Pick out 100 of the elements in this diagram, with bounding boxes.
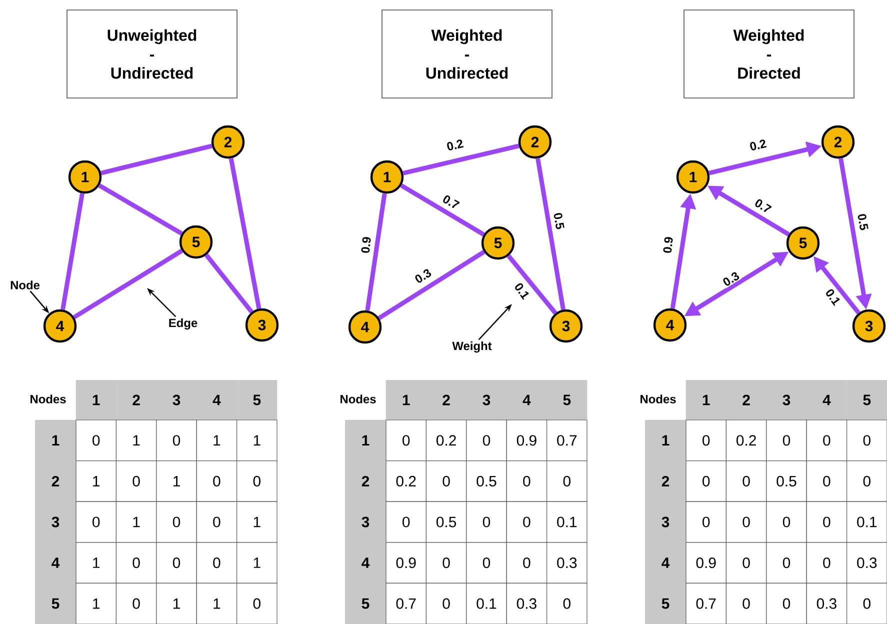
table-cell: 0: [156, 542, 197, 584]
header-cell: 1: [76, 380, 116, 420]
row-header-cell: 5: [345, 583, 386, 624]
header-cell: 2: [116, 380, 157, 420]
row-header-cell: 5: [35, 583, 76, 624]
table-cell: 0: [466, 542, 507, 584]
table-cell: 0: [546, 460, 588, 502]
table-cell: 0: [76, 501, 116, 543]
table-cell: 0: [546, 582, 588, 624]
table-cell: 0.3: [846, 542, 887, 584]
title-box: Unweighted - Undirected: [66, 10, 238, 98]
table-cell: 1: [196, 582, 238, 624]
table-cell: 0: [506, 460, 548, 502]
table-cell: 0: [806, 420, 848, 462]
table-cell: 0: [846, 420, 887, 462]
graph-node: 2: [821, 125, 855, 159]
table-cell: 0.1: [466, 582, 507, 624]
table-cell: 0: [726, 582, 767, 624]
table-cell: 0: [766, 582, 807, 624]
edge: [100, 144, 212, 176]
table-cell: 0: [156, 501, 197, 543]
edge-label: 0.3: [720, 270, 742, 288]
table-cell: 0: [196, 501, 238, 543]
table-cell: 0: [196, 460, 238, 502]
row-header-cell: 1: [345, 420, 386, 461]
table-cell: 0.1: [546, 501, 588, 543]
graph-node: 5: [481, 226, 515, 260]
table-cell: 0: [726, 542, 767, 584]
edge-label: 0.3: [412, 266, 434, 286]
table-cell: 0: [76, 420, 116, 462]
edge: [72, 248, 184, 320]
table-cell: 0: [726, 460, 767, 502]
table-cell: 0: [806, 542, 848, 584]
table-cell: 0.1: [846, 501, 887, 543]
graph-node: 3: [549, 309, 583, 343]
table-cell: 0: [116, 582, 157, 624]
header-cell: 4: [196, 380, 237, 420]
table-cell: 0: [236, 582, 278, 624]
row-header-cell: 3: [345, 501, 386, 543]
table-cell: 1: [76, 582, 116, 624]
row-header-cell: 2: [345, 460, 386, 502]
header-cell: 5: [846, 380, 887, 420]
edge-label: 0.9: [360, 235, 372, 255]
edge: [98, 183, 183, 236]
table-cell: 0: [116, 460, 157, 502]
table-cell: 0: [686, 501, 726, 543]
graph-node: 3: [852, 309, 886, 343]
table-cell: 1: [116, 420, 157, 462]
table-cell: 1: [76, 542, 116, 584]
table-cell: 0.7: [546, 420, 588, 462]
table-cell: 0: [686, 460, 726, 502]
graph-node: 3: [245, 308, 279, 342]
header-label: Nodes: [340, 394, 376, 404]
header-cell: 3: [466, 380, 507, 420]
annotation-label: Edge: [169, 318, 198, 330]
table-cell: 1: [116, 501, 157, 543]
edge: [506, 254, 558, 315]
graph-node: 1: [68, 160, 102, 194]
header-cell: 4: [506, 380, 547, 420]
row-header-cell: 1: [645, 420, 686, 461]
header-label: Nodes: [640, 394, 676, 404]
table-cell: 0.3: [546, 542, 588, 584]
table-cell: 0.9: [386, 542, 426, 584]
edge-label: 0.5: [856, 212, 870, 232]
table-cell: 0: [766, 542, 807, 584]
edge: [378, 250, 486, 320]
edge: [228, 158, 262, 310]
row-header-cell: 4: [345, 542, 386, 584]
header-cell: 3: [156, 380, 197, 420]
table-cell: 0: [426, 460, 467, 502]
table-cell: 1: [236, 542, 278, 584]
table-cell: 0.3: [506, 582, 548, 624]
edge-label: 0.9: [662, 235, 674, 255]
graph-node: 2: [518, 125, 552, 159]
table-cell: 0.3: [806, 582, 848, 624]
table-cell: 0: [846, 582, 887, 624]
header-cell: 2: [426, 380, 467, 420]
table-cell: 0: [196, 542, 238, 584]
table-cell: 0: [506, 542, 548, 584]
row-header-cell: 5: [645, 583, 686, 624]
table-cell: 0: [766, 501, 807, 543]
table-cell: 1: [156, 582, 197, 624]
table-cell: 1: [236, 420, 278, 462]
table-cell: 1: [76, 460, 116, 502]
table-cell: 0: [846, 460, 887, 502]
table-cell: 0.9: [686, 542, 726, 584]
row-header-cell: 3: [35, 501, 76, 543]
edge: [365, 193, 387, 311]
row-header-cell: 2: [35, 460, 76, 502]
table-cell: 0: [806, 460, 848, 502]
table-cell: 0.2: [726, 420, 767, 462]
table-cell: 0: [116, 542, 157, 584]
table-cell: 0: [426, 582, 467, 624]
table-cell: 0: [766, 420, 807, 462]
header-label: Nodes: [30, 394, 66, 404]
graph-node: 4: [348, 310, 382, 344]
table-cell: 0: [426, 542, 467, 584]
edge-label: 0.1: [512, 280, 532, 302]
table-cell: 0.7: [386, 582, 426, 624]
header-cell: 4: [806, 380, 847, 420]
